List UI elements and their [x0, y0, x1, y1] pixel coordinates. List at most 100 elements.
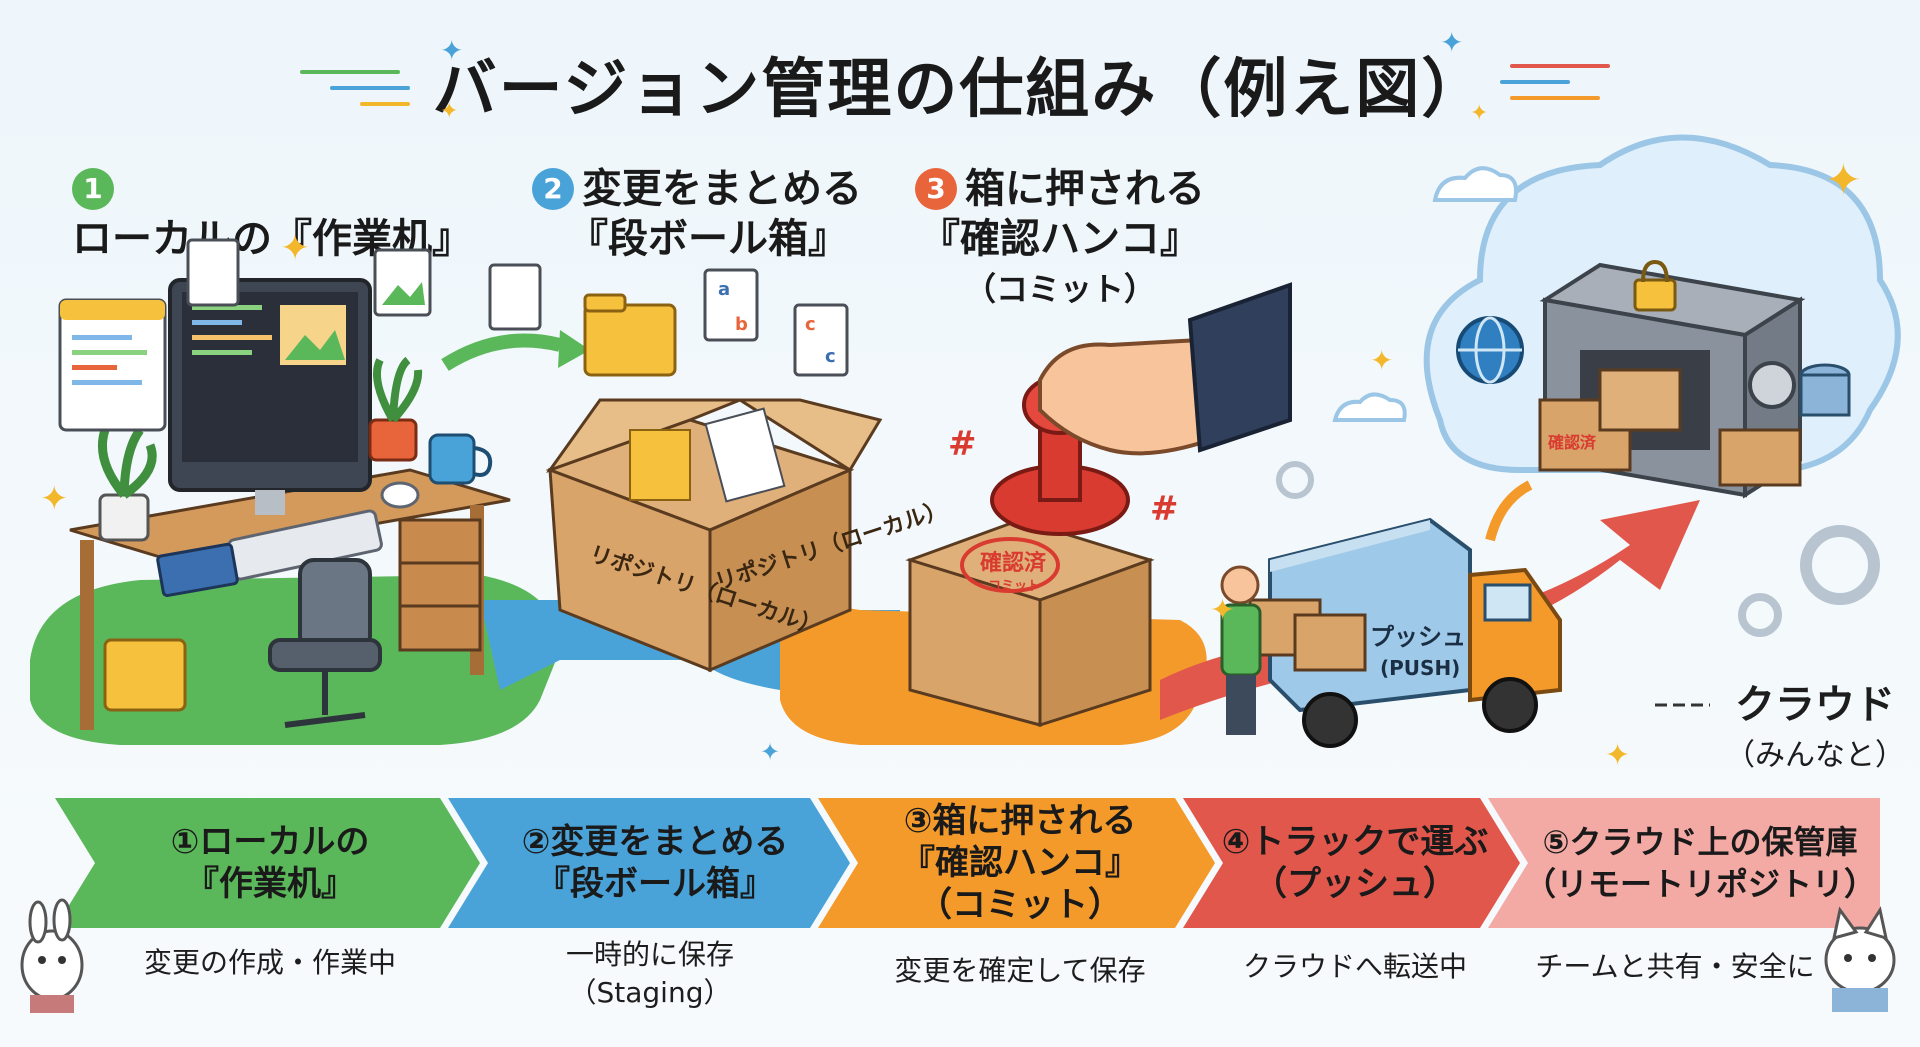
- step-description-3: 変更を確定して保存: [850, 952, 1190, 990]
- step-description-5: チームと共有・安全に: [1510, 948, 1840, 986]
- chevron-line: ①ローカルの: [170, 822, 370, 862]
- chevron-text-1: ①ローカルの 『作業机』: [90, 798, 450, 928]
- step-description-2: 一時的に保存 （Staging）: [480, 936, 820, 1012]
- chevron-text-2: ②変更をまとめる 『段ボール箱』: [485, 798, 825, 928]
- small-cloud-icon: [1432, 166, 1518, 202]
- chevron-step-2: [448, 798, 850, 928]
- sparkle-icon: ✦: [1605, 738, 1630, 773]
- cloud-box-label: 確認済: [1548, 433, 1597, 452]
- work-desk-icon: [69, 468, 511, 730]
- upload-arrow-icon: [1485, 480, 1533, 542]
- sparkle-icon: ✦: [1825, 155, 1862, 206]
- chevron-line: ④トラックで運ぶ: [1221, 822, 1489, 862]
- truck-label-sub: (PUSH): [1380, 656, 1460, 680]
- step-description-1: 変更の作成・作業中: [90, 944, 450, 982]
- arrow-head-icon: [558, 330, 590, 368]
- sparkle-icon: ✦: [1210, 593, 1235, 628]
- coffee-mug-icon: [428, 433, 493, 485]
- title-decoration: [1500, 80, 1570, 84]
- chevron-line: ③箱に押される: [903, 801, 1137, 841]
- chevron-line: （コミット）: [918, 885, 1122, 925]
- page-title: バージョン管理の仕組み（例え図）: [432, 53, 1488, 127]
- stamp-mark-sub: コミット: [988, 579, 1040, 594]
- gear-icon: [1800, 525, 1880, 605]
- svg-text:b: b: [735, 314, 748, 335]
- sparkle-mark: #: [948, 424, 977, 464]
- database-icon: [1799, 363, 1851, 417]
- image-file-icon: [373, 248, 432, 317]
- step-description-4: クラウドへ転送中: [1195, 948, 1515, 986]
- truck-label: プッシュ: [1370, 623, 1466, 651]
- svg-text:a: a: [718, 279, 730, 300]
- sparkle-icon: ✦: [1440, 26, 1463, 59]
- description-line: 変更の作成・作業中: [143, 946, 396, 979]
- step-number-badge: 3: [915, 168, 957, 210]
- chevron-step-5: [1488, 798, 1880, 928]
- sparkle-icon: ✦: [760, 738, 780, 766]
- svg-text:c: c: [805, 314, 816, 335]
- stamped-box-icon: [905, 518, 1155, 728]
- folder-icon: [103, 638, 187, 712]
- sparkle-icon: ✦: [440, 99, 458, 124]
- chevron-line: （プッシュ）: [1253, 864, 1457, 904]
- chevron-step-3: [818, 798, 1215, 928]
- sparkle-icon: ✦: [1470, 101, 1488, 126]
- small-cloud-icon: [1332, 392, 1407, 422]
- worker-icon: [1220, 565, 1262, 735]
- step-header-text: 『段ボール箱』: [568, 216, 848, 262]
- sparkle-mark: #: [1150, 489, 1179, 529]
- step-header-text: （コミット）: [963, 270, 1156, 308]
- globe-icon: [1456, 316, 1524, 384]
- title-decoration: [360, 102, 410, 106]
- delivery-truck-icon: [1248, 517, 1562, 748]
- chevron-line: 『作業机』: [185, 864, 355, 904]
- sparkle-icon: ✦: [1370, 344, 1393, 377]
- cloud-label: クラウド （みんなと）: [1715, 672, 1915, 774]
- hand-icon: [1038, 282, 1292, 456]
- chevron-step-1: [55, 798, 480, 928]
- cat-mascot-icon: [1824, 906, 1896, 1012]
- step-number-badge: 1: [72, 168, 114, 210]
- chevron-line: ②変更をまとめる: [521, 822, 789, 862]
- step-header-text: 箱に押される: [965, 166, 1205, 212]
- stamp-mark: 確認済: [980, 550, 1047, 576]
- sparkle-icon: ✦: [280, 228, 310, 269]
- title-decoration: [1510, 96, 1600, 100]
- title-decoration: [330, 86, 410, 90]
- monitor-icon: [168, 278, 372, 515]
- description-line: 変更を確定して保存: [894, 954, 1146, 987]
- plant-icon: [97, 427, 157, 542]
- padlock-icon: [1633, 259, 1677, 312]
- office-chair-icon: [268, 558, 382, 728]
- description-line: 一時的に保存: [565, 938, 734, 971]
- diff-file-icon: a b: [703, 268, 759, 342]
- chevron-text-3: ③箱に押される 『確認ハンコ』 （コミット）: [855, 798, 1185, 928]
- document-icon: [186, 238, 240, 307]
- step-number-badge: 2: [532, 168, 574, 210]
- svg-text:c: c: [825, 346, 836, 367]
- book-icon: [156, 542, 239, 597]
- chevron-line: （リモートリポジトリ）: [1523, 865, 1876, 903]
- chevron-text-5: ⑤クラウド上の保管庫 （リモートリポジトリ）: [1520, 798, 1880, 928]
- description-line: （Staging）: [568, 976, 732, 1009]
- chevron-line: 『段ボール箱』: [536, 864, 774, 904]
- title-decoration: [1510, 64, 1610, 68]
- description-line: チームと共有・安全に: [1535, 950, 1815, 983]
- cloud-label-main: クラウド: [1735, 682, 1895, 728]
- code-window-icon: [58, 298, 167, 432]
- gear-icon: [1276, 461, 1314, 499]
- step-header-text: 『確認ハンコ』: [920, 216, 1200, 262]
- chevron-line: 『確認ハンコ』: [901, 843, 1139, 883]
- chevron-text-4: ④トラックで運ぶ （プッシュ）: [1205, 798, 1505, 928]
- plant-icon: [368, 356, 423, 462]
- cardboard-box-icon: [545, 398, 883, 673]
- title-decoration: [300, 70, 400, 74]
- cloud-label-sub: （みんなと）: [1725, 738, 1905, 773]
- description-line: クラウドへ転送中: [1242, 950, 1467, 983]
- rabbit-mascot-icon: [20, 898, 84, 1013]
- arrow-right-icon: [441, 333, 562, 371]
- gear-icon: [1738, 593, 1782, 637]
- folder-icon: [583, 293, 677, 377]
